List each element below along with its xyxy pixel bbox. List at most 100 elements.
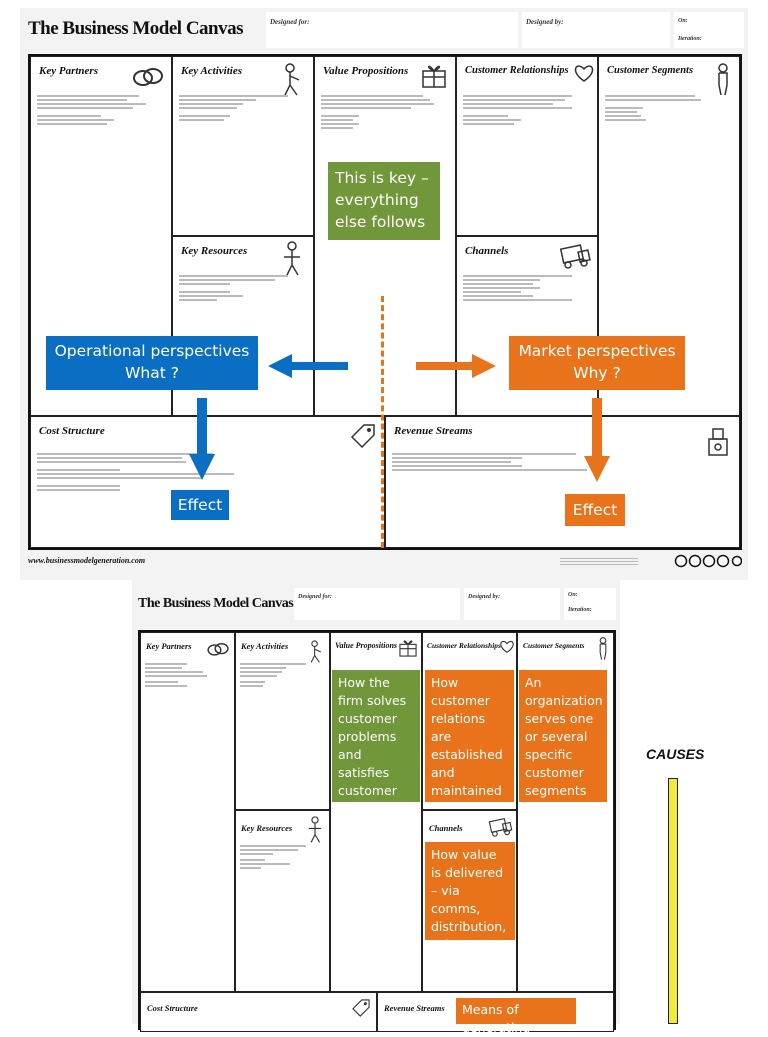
bottom-canvas-title: The Business Model Canvas bbox=[138, 596, 294, 611]
top-designed-for-box[interactable]: Designed for: bbox=[266, 12, 518, 48]
worker-icon bbox=[284, 63, 300, 96]
top-customer-relationships-heading: Customer Relationships bbox=[465, 65, 569, 76]
top-channels-text bbox=[463, 273, 591, 303]
bottom-designed-by-label: Designed by: bbox=[468, 594, 501, 600]
price-tag-icon bbox=[350, 424, 375, 449]
bottom-key-resources-block[interactable]: Key Resources bbox=[235, 810, 330, 992]
factory-worker-icon bbox=[284, 241, 300, 276]
top-cost-structure-block[interactable]: Cost Structure bbox=[30, 416, 385, 548]
bottom-designed-by-box[interactable]: Designed by: bbox=[464, 588, 560, 620]
top-date-box[interactable]: On: Iteration: bbox=[674, 12, 744, 48]
bottom-key-resources-heading: Key Resources bbox=[241, 823, 293, 833]
effect-right-callout: Effect bbox=[565, 494, 625, 526]
top-revenue-streams-text bbox=[392, 451, 609, 473]
heart-icon bbox=[574, 65, 594, 82]
bottom-customer-segments-heading: Customer Segments bbox=[523, 641, 585, 650]
top-canvas-title: The Business Model Canvas bbox=[28, 18, 244, 39]
top-key-activities-block[interactable]: Key Activities bbox=[172, 56, 314, 236]
top-iteration-label: Iteration: bbox=[678, 36, 702, 42]
heart-icon bbox=[500, 640, 514, 653]
key-callout-text: This is key – everything else follows bbox=[335, 169, 429, 231]
top-key-partners-text bbox=[37, 93, 165, 127]
arrow-down-orange-icon bbox=[584, 398, 610, 482]
bottom-channels-heading: Channels bbox=[429, 823, 463, 833]
price-tag-icon bbox=[352, 999, 370, 1017]
top-customer-relationships-block[interactable]: Customer Relationships bbox=[456, 56, 598, 236]
top-revenue-streams-block[interactable]: Revenue Streams bbox=[385, 416, 740, 548]
value-propositions-note: How the firm solves customer problems an… bbox=[332, 670, 420, 816]
person-icon bbox=[718, 63, 728, 96]
bottom-key-partners-block[interactable]: Key Partners bbox=[140, 632, 235, 992]
top-revenue-streams-heading: Revenue Streams bbox=[394, 425, 473, 437]
top-designed-by-label: Designed by: bbox=[526, 18, 564, 26]
top-customer-segments-text bbox=[605, 93, 733, 123]
bottom-key-activities-text bbox=[240, 661, 323, 689]
bottom-key-activities-heading: Key Activities bbox=[241, 641, 289, 651]
top-value-propositions-text bbox=[321, 93, 449, 131]
top-cost-structure-heading: Cost Structure bbox=[39, 425, 105, 437]
top-key-partners-heading: Key Partners bbox=[39, 65, 98, 77]
causes-label: CAUSES bbox=[646, 746, 705, 762]
bottom-cost-structure-block[interactable]: Cost Structure bbox=[140, 992, 377, 1032]
customer-relationships-note-text: How customer relations are established a… bbox=[431, 675, 503, 798]
customer-segments-note-text: An organization serves one or several sp… bbox=[525, 675, 603, 798]
cash-register-icon bbox=[708, 428, 728, 456]
bottom-customer-relationships-heading: Customer Relationships bbox=[427, 641, 501, 650]
bottom-iteration-label: Iteration: bbox=[568, 607, 592, 613]
revenue-streams-note: Means of generating bbox=[456, 998, 576, 1035]
delivery-truck-icon bbox=[488, 817, 513, 837]
top-on-label: On: bbox=[678, 18, 688, 24]
effect-right-text: Effect bbox=[572, 501, 618, 519]
bottom-value-propositions-heading: Value Propositions bbox=[335, 641, 398, 650]
worker-icon bbox=[310, 640, 322, 663]
top-key-activities-heading: Key Activities bbox=[181, 65, 242, 77]
channels-note: How value is delivered – via comms, dist… bbox=[425, 842, 515, 952]
key-callout: This is key – everything else follows bbox=[328, 162, 440, 240]
top-cost-structure-text bbox=[37, 451, 244, 493]
top-channels-heading: Channels bbox=[465, 245, 509, 257]
person-icon bbox=[599, 637, 607, 660]
bottom-cost-structure-heading: Cost Structure bbox=[147, 1003, 198, 1013]
customer-relationships-note: How customer relations are established a… bbox=[425, 670, 514, 802]
top-canvas: The Business Model Canvas Designed for: … bbox=[20, 8, 748, 580]
center-dashed-divider bbox=[381, 296, 384, 548]
arrow-down-blue-icon bbox=[189, 398, 215, 480]
top-value-propositions-heading: Value Propositions bbox=[323, 65, 409, 77]
causes-arrow-bar bbox=[668, 778, 678, 1024]
top-designed-for-label: Designed for: bbox=[270, 18, 310, 26]
channels-note-text: How value is delivered – via comms, dist… bbox=[431, 847, 507, 952]
delivery-truck-icon bbox=[559, 244, 591, 269]
effect-left-callout: Effect bbox=[171, 490, 229, 520]
bottom-designed-for-label: Designed for: bbox=[298, 594, 332, 600]
bottom-date-box[interactable]: On: Iteration: bbox=[564, 588, 616, 620]
bottom-key-activities-block[interactable]: Key Activities bbox=[235, 632, 330, 810]
top-footer-url[interactable]: www.businessmodelgeneration.com bbox=[28, 556, 146, 565]
top-key-resources-heading: Key Resources bbox=[181, 245, 248, 257]
market-perspectives-text: Market perspectives Why ? bbox=[518, 342, 676, 382]
effect-left-text: Effect bbox=[177, 496, 223, 514]
top-customer-relationships-text bbox=[463, 93, 591, 127]
operational-perspectives-text: Operational perspectives What ? bbox=[54, 342, 250, 382]
bottom-on-label: On: bbox=[568, 592, 578, 598]
arrow-right-icon bbox=[416, 354, 496, 378]
bottom-revenue-streams-heading: Revenue Streams bbox=[384, 1003, 445, 1013]
bottom-key-partners-heading: Key Partners bbox=[146, 641, 192, 651]
operational-perspectives-callout: Operational perspectives What ? bbox=[46, 336, 258, 390]
top-footer-credits bbox=[560, 556, 638, 567]
factory-worker-icon bbox=[308, 816, 322, 843]
bottom-key-partners-text bbox=[145, 661, 228, 689]
bottom-key-resources-text bbox=[240, 843, 323, 871]
customer-segments-note: An organization serves one or several sp… bbox=[519, 670, 607, 802]
arrow-left-icon bbox=[268, 354, 348, 378]
chain-link-icon bbox=[133, 68, 163, 86]
bottom-designed-for-box[interactable]: Designed for: bbox=[294, 588, 460, 620]
gift-icon bbox=[422, 65, 446, 88]
top-key-resources-text bbox=[179, 273, 307, 303]
top-key-activities-text bbox=[179, 93, 307, 123]
market-perspectives-callout: Market perspectives Why ? bbox=[509, 336, 685, 390]
top-customer-segments-heading: Customer Segments bbox=[607, 65, 694, 76]
creative-commons-icon bbox=[674, 554, 742, 568]
top-designed-by-box[interactable]: Designed by: bbox=[522, 12, 670, 48]
gift-icon bbox=[399, 640, 417, 657]
revenue-streams-note-text: Means of generating bbox=[462, 1002, 531, 1035]
